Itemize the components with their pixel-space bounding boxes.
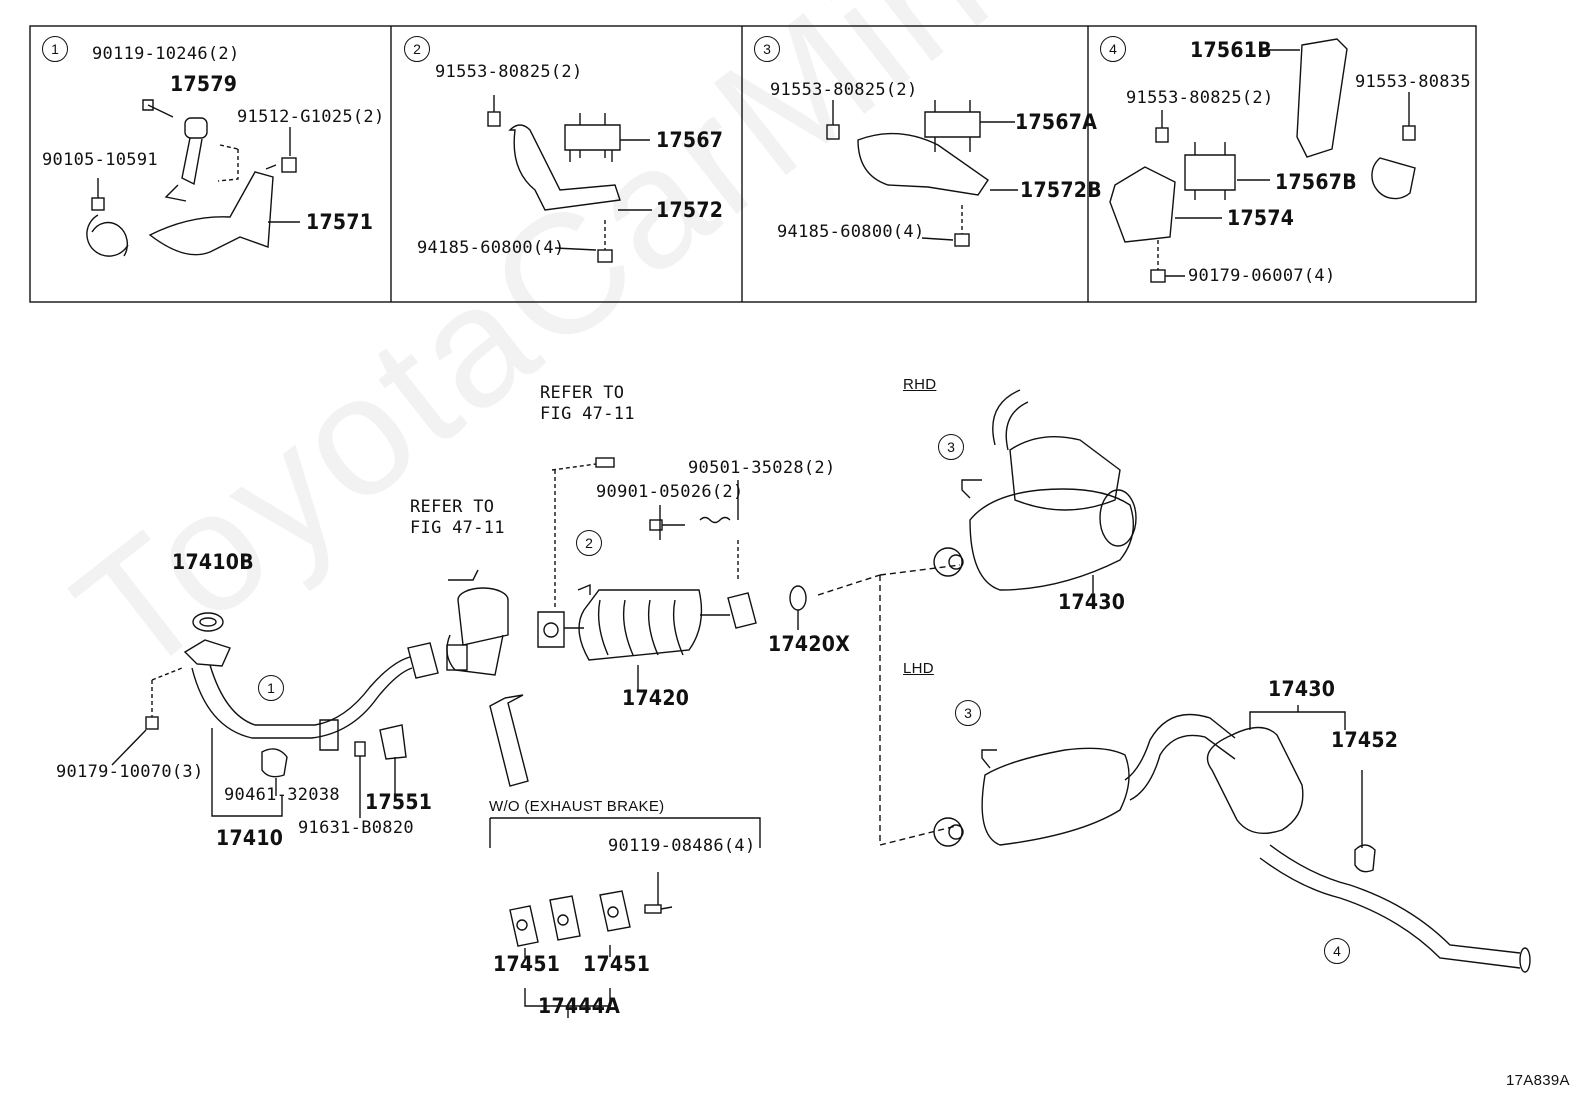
- callout-1: 1: [258, 675, 284, 701]
- part-17572: 17572: [656, 198, 724, 222]
- exhaust-brake-drawing: [446, 569, 761, 848]
- part-17561B: 17561B: [1190, 38, 1272, 62]
- inset3-drawing: [826, 100, 1018, 247]
- inset2-number: 2: [404, 36, 430, 62]
- part-17430-lhd: 17430: [1268, 677, 1336, 701]
- part-90901-05026: 90901-05026(2): [596, 482, 744, 502]
- part-94185-60800: 94185-60800(4): [777, 222, 925, 242]
- part-90105-10591: 90105-10591: [42, 150, 158, 170]
- callout-3-rhd: 3: [938, 434, 964, 460]
- part-17430-rhd: 17430: [1058, 590, 1126, 614]
- refer-note-2: REFER TO: [410, 497, 495, 517]
- refer-note-1b: FIG 47-11: [540, 404, 635, 424]
- inset1-number: 1: [42, 36, 68, 62]
- part-90179-06007: 90179-06007(4): [1188, 266, 1336, 286]
- part-17571: 17571: [306, 210, 374, 234]
- part-17572B: 17572B: [1020, 178, 1102, 202]
- part-17567A: 17567A: [1015, 110, 1098, 134]
- part-17574: 17574: [1227, 206, 1295, 230]
- part-91631-B0820: 91631-B0820: [298, 818, 414, 838]
- part-94185-60800: 94185-60800(4): [417, 238, 565, 258]
- part-17420: 17420: [622, 686, 690, 710]
- inset3-number: 3: [754, 36, 780, 62]
- part-17567B: 17567B: [1275, 170, 1357, 194]
- inset4-drawing: [1109, 38, 1416, 283]
- part-90179-10070: 90179-10070(3): [56, 762, 204, 782]
- part-17451-left: 17451: [493, 952, 561, 976]
- lhd-muffler-drawing: [933, 705, 1531, 973]
- part-90119-10246: 90119-10246(2): [92, 44, 240, 64]
- figure-code: 17A839A: [1506, 1072, 1570, 1089]
- part-90119-08486: 90119-08486(4): [608, 836, 756, 856]
- wo-exhaust-brake-label: W/O (EXHAUST BRAKE): [489, 798, 665, 815]
- part-17551: 17551: [365, 790, 433, 814]
- part-90461-32038: 90461-32038: [224, 785, 340, 805]
- rhd-label: RHD: [903, 376, 937, 393]
- inset4-number: 4: [1100, 36, 1126, 62]
- part-17410B: 17410B: [172, 550, 254, 574]
- part-17444A: 17444A: [538, 994, 621, 1018]
- part-17452: 17452: [1331, 728, 1399, 752]
- converter-drawing: [537, 457, 961, 846]
- part-91553-80825: 91553-80825(2): [1126, 88, 1274, 108]
- refer-note-2b: FIG 47-11: [410, 518, 505, 538]
- part-17451-right: 17451: [583, 952, 651, 976]
- front-pipe-drawing: [111, 612, 439, 818]
- part-90501-35028: 90501-35028(2): [688, 458, 836, 478]
- brake-gaskets-drawing: [509, 872, 673, 1018]
- rhd-muffler-drawing: [933, 389, 1137, 600]
- part-17567: 17567: [656, 128, 724, 152]
- callout-3-lhd: 3: [955, 700, 981, 726]
- inset1-drawing: [86, 99, 300, 257]
- part-17579: 17579: [170, 72, 238, 96]
- callout-2: 2: [576, 530, 602, 556]
- lhd-label: LHD: [903, 660, 934, 677]
- refer-note-1: REFER TO: [540, 383, 625, 403]
- part-91553-80825: 91553-80825(2): [770, 80, 918, 100]
- part-91512-G1025: 91512-G1025(2): [237, 107, 385, 127]
- callout-4: 4: [1324, 938, 1350, 964]
- part-17410: 17410: [216, 826, 284, 850]
- part-17420X: 17420X: [768, 632, 851, 656]
- part-91553-80835: 91553-80835: [1355, 72, 1471, 92]
- part-91553-80825: 91553-80825(2): [435, 62, 583, 82]
- inset2-drawing: [487, 95, 652, 263]
- inset-frames: [29, 25, 1477, 303]
